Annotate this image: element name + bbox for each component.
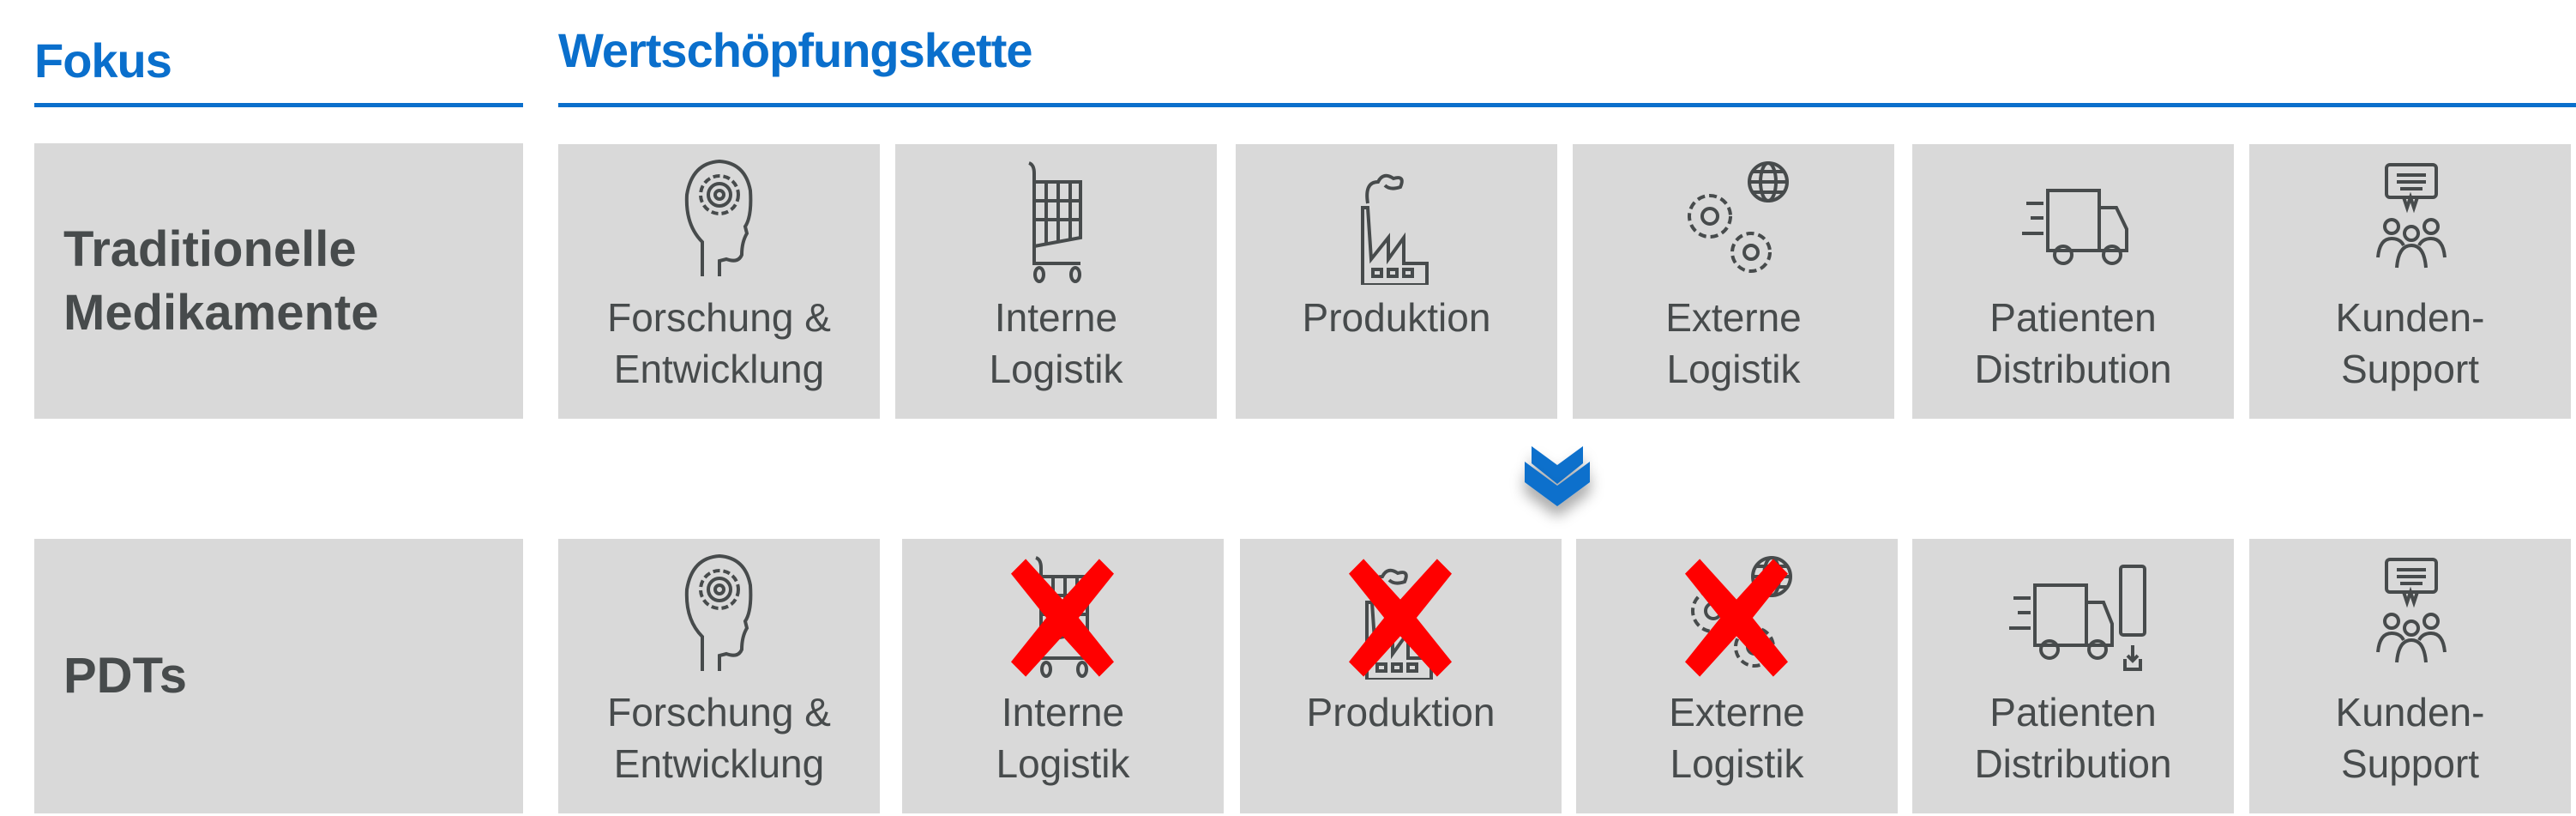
value-chain-step: Externe Logistik [1573, 144, 1894, 419]
red-cross-icon [1685, 559, 1788, 677]
step-label: Kunden- Support [2335, 690, 2485, 786]
focus-label: Traditionelle Medikamente [63, 221, 379, 341]
focus-label: PDTs [63, 648, 187, 704]
value-chain-step: Forschung & Entwicklung [558, 144, 880, 419]
focus-underline [34, 103, 523, 107]
value-chain-step: Interne Logistik [895, 144, 1217, 419]
value-chain-step: Externe Logistik [1576, 539, 1898, 813]
value-chain-step: Kunden- Support [2249, 539, 2571, 813]
gears-globe-icon [1687, 161, 1789, 273]
value-chain-heading: Wertschöpfungskette [558, 23, 1032, 77]
customer-support-icon [2375, 558, 2447, 663]
customer-support-icon [2375, 163, 2447, 269]
step-label: Forschung & Entwicklung [607, 295, 831, 391]
red-cross-icon [1011, 559, 1114, 677]
focus-label-box: PDTs [34, 539, 523, 813]
value-chain-step: Patienten Distribution [1912, 539, 2234, 813]
red-cross-icon [1349, 559, 1452, 677]
step-label: Externe Logistik [1669, 690, 1805, 786]
value-chain-underline [558, 103, 2576, 107]
brain-gear-icon [684, 159, 752, 276]
value-chain-step: Produktion [1240, 539, 1562, 813]
shopping-cart-icon [1027, 161, 1082, 283]
step-label: Kunden- Support [2335, 295, 2485, 391]
step-label: Externe Logistik [1665, 295, 1802, 391]
value-chain-step: Produktion [1236, 144, 1557, 419]
value-chain-step: Interne Logistik [902, 539, 1224, 813]
focus-label-box: Traditionelle Medikamente [34, 143, 523, 419]
value-chain-step: Patienten Distribution [1912, 144, 2234, 419]
step-label: Patienten Distribution [1974, 295, 2172, 391]
double-chevron-down-icon [1525, 446, 1590, 506]
brain-gear-icon [684, 553, 752, 671]
delivery-truck-icon [2021, 189, 2128, 265]
step-label: Produktion [1302, 295, 1491, 340]
factory-icon [1360, 173, 1429, 285]
focus-heading: Fokus [34, 33, 172, 88]
value-chain-step: Forschung & Entwicklung [558, 539, 880, 813]
step-label: Interne Logistik [989, 295, 1123, 391]
step-label: Forschung & Entwicklung [607, 690, 831, 786]
step-label: Produktion [1306, 690, 1496, 734]
step-label: Patienten Distribution [1974, 690, 2172, 786]
value-chain-step: Kunden- Support [2249, 144, 2571, 419]
step-label: Interne Logistik [996, 690, 1130, 786]
truck-phone-download-icon [2008, 565, 2146, 671]
